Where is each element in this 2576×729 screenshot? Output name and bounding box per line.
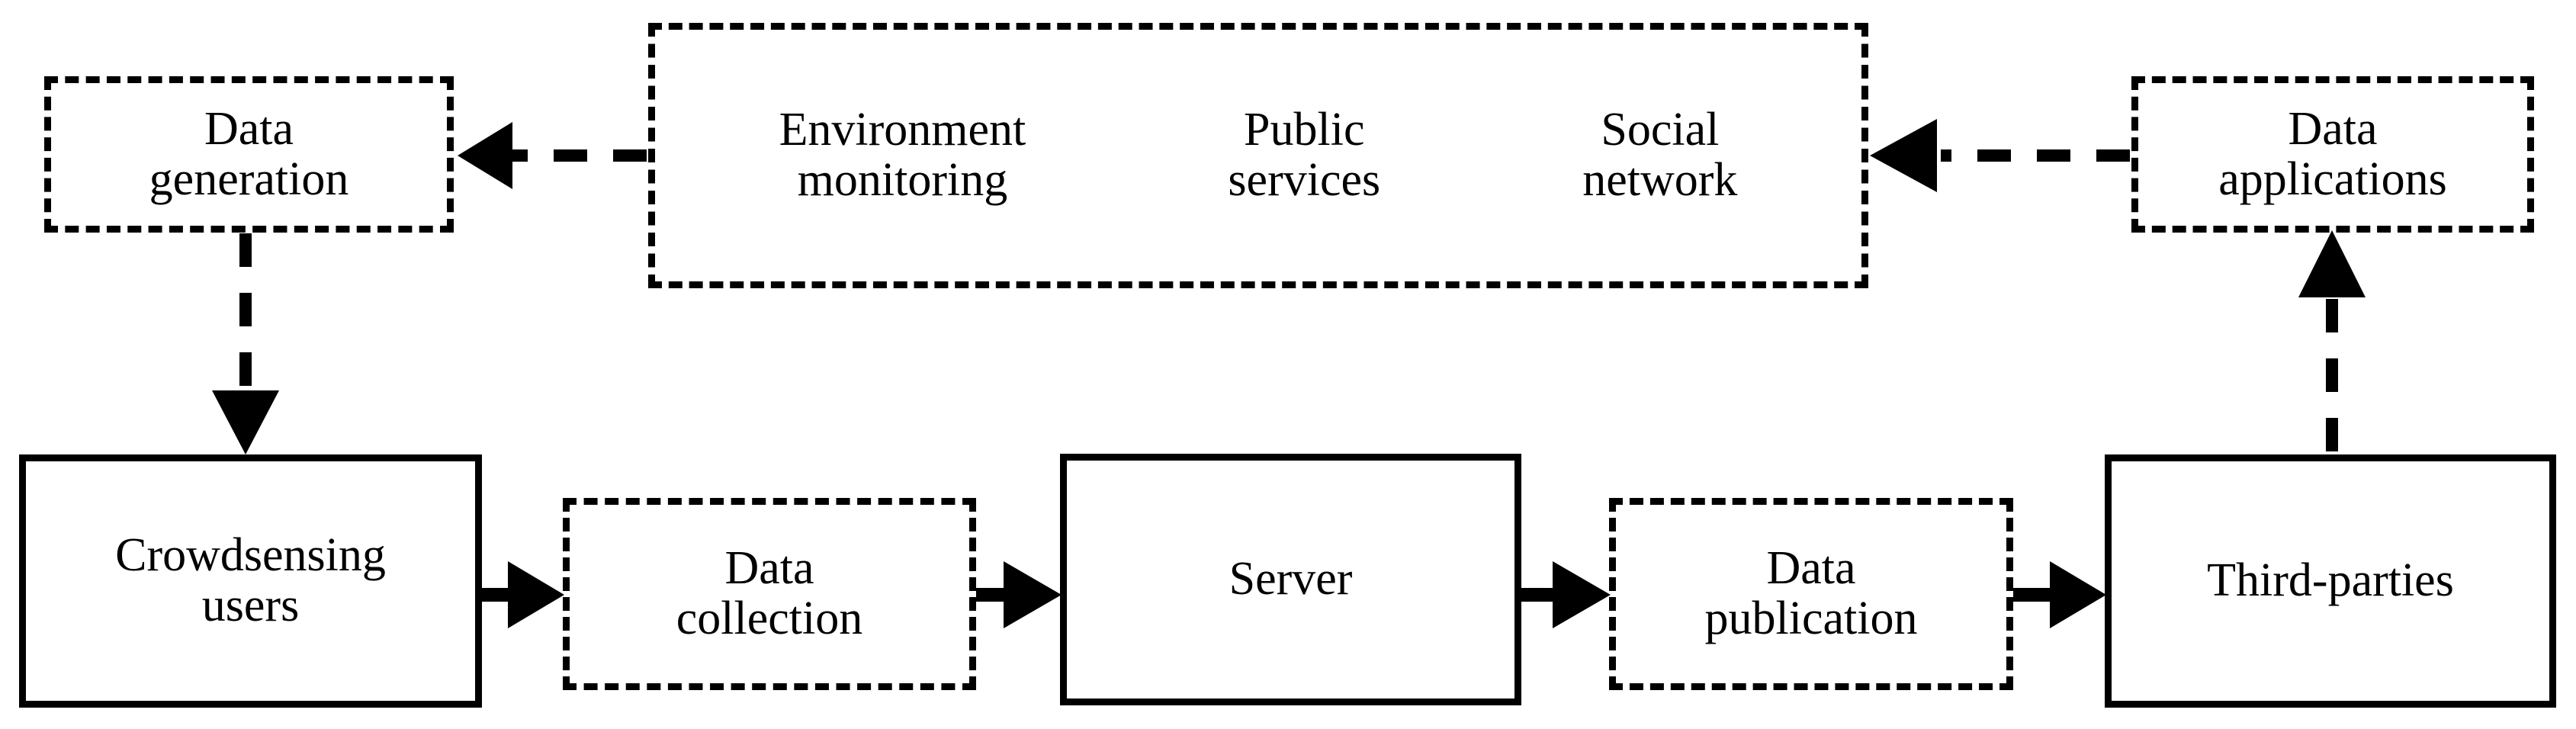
node-social-network-label: Social network: [1582, 104, 1738, 206]
node-third-parties[interactable]: Third-parties: [2105, 454, 2556, 708]
arrowhead-right-icon: [1004, 561, 1062, 628]
node-data-applications-label: Data applications: [2218, 102, 2447, 205]
node-application-scenarios-group[interactable]: Environment monitoring Public services S…: [648, 23, 1868, 288]
node-data-collection-label: Data collection: [676, 542, 863, 644]
arrowhead-right-icon: [2050, 561, 2106, 628]
node-data-generation-label: Data generation: [149, 102, 349, 205]
node-data-publication-label: Data publication: [1704, 542, 1918, 644]
arrowhead-right-icon: [1553, 561, 1611, 628]
node-crowdsensing-users[interactable]: Crowdsensing users: [19, 454, 482, 708]
arrowhead-left-icon: [458, 122, 512, 189]
node-public-services-label: Public services: [1228, 104, 1381, 206]
arrowhead-left-icon: [1870, 119, 1937, 192]
node-data-collection[interactable]: Data collection: [563, 498, 976, 690]
arrowhead-right-icon: [508, 561, 564, 628]
node-server[interactable]: Server: [1060, 454, 1521, 705]
node-environment-monitoring-label: Environment monitoring: [779, 104, 1026, 206]
node-third-parties-label: Third-parties: [2207, 554, 2454, 607]
node-data-publication[interactable]: Data publication: [1609, 498, 2013, 690]
node-server-label: Server: [1229, 553, 1353, 605]
node-crowdsensing-users-label: Crowdsensing users: [115, 529, 386, 631]
node-data-generation[interactable]: Data generation: [44, 76, 454, 233]
arrowhead-down-icon: [212, 390, 279, 454]
node-data-applications[interactable]: Data applications: [2131, 76, 2534, 233]
arrowhead-up-icon: [2298, 230, 2366, 297]
